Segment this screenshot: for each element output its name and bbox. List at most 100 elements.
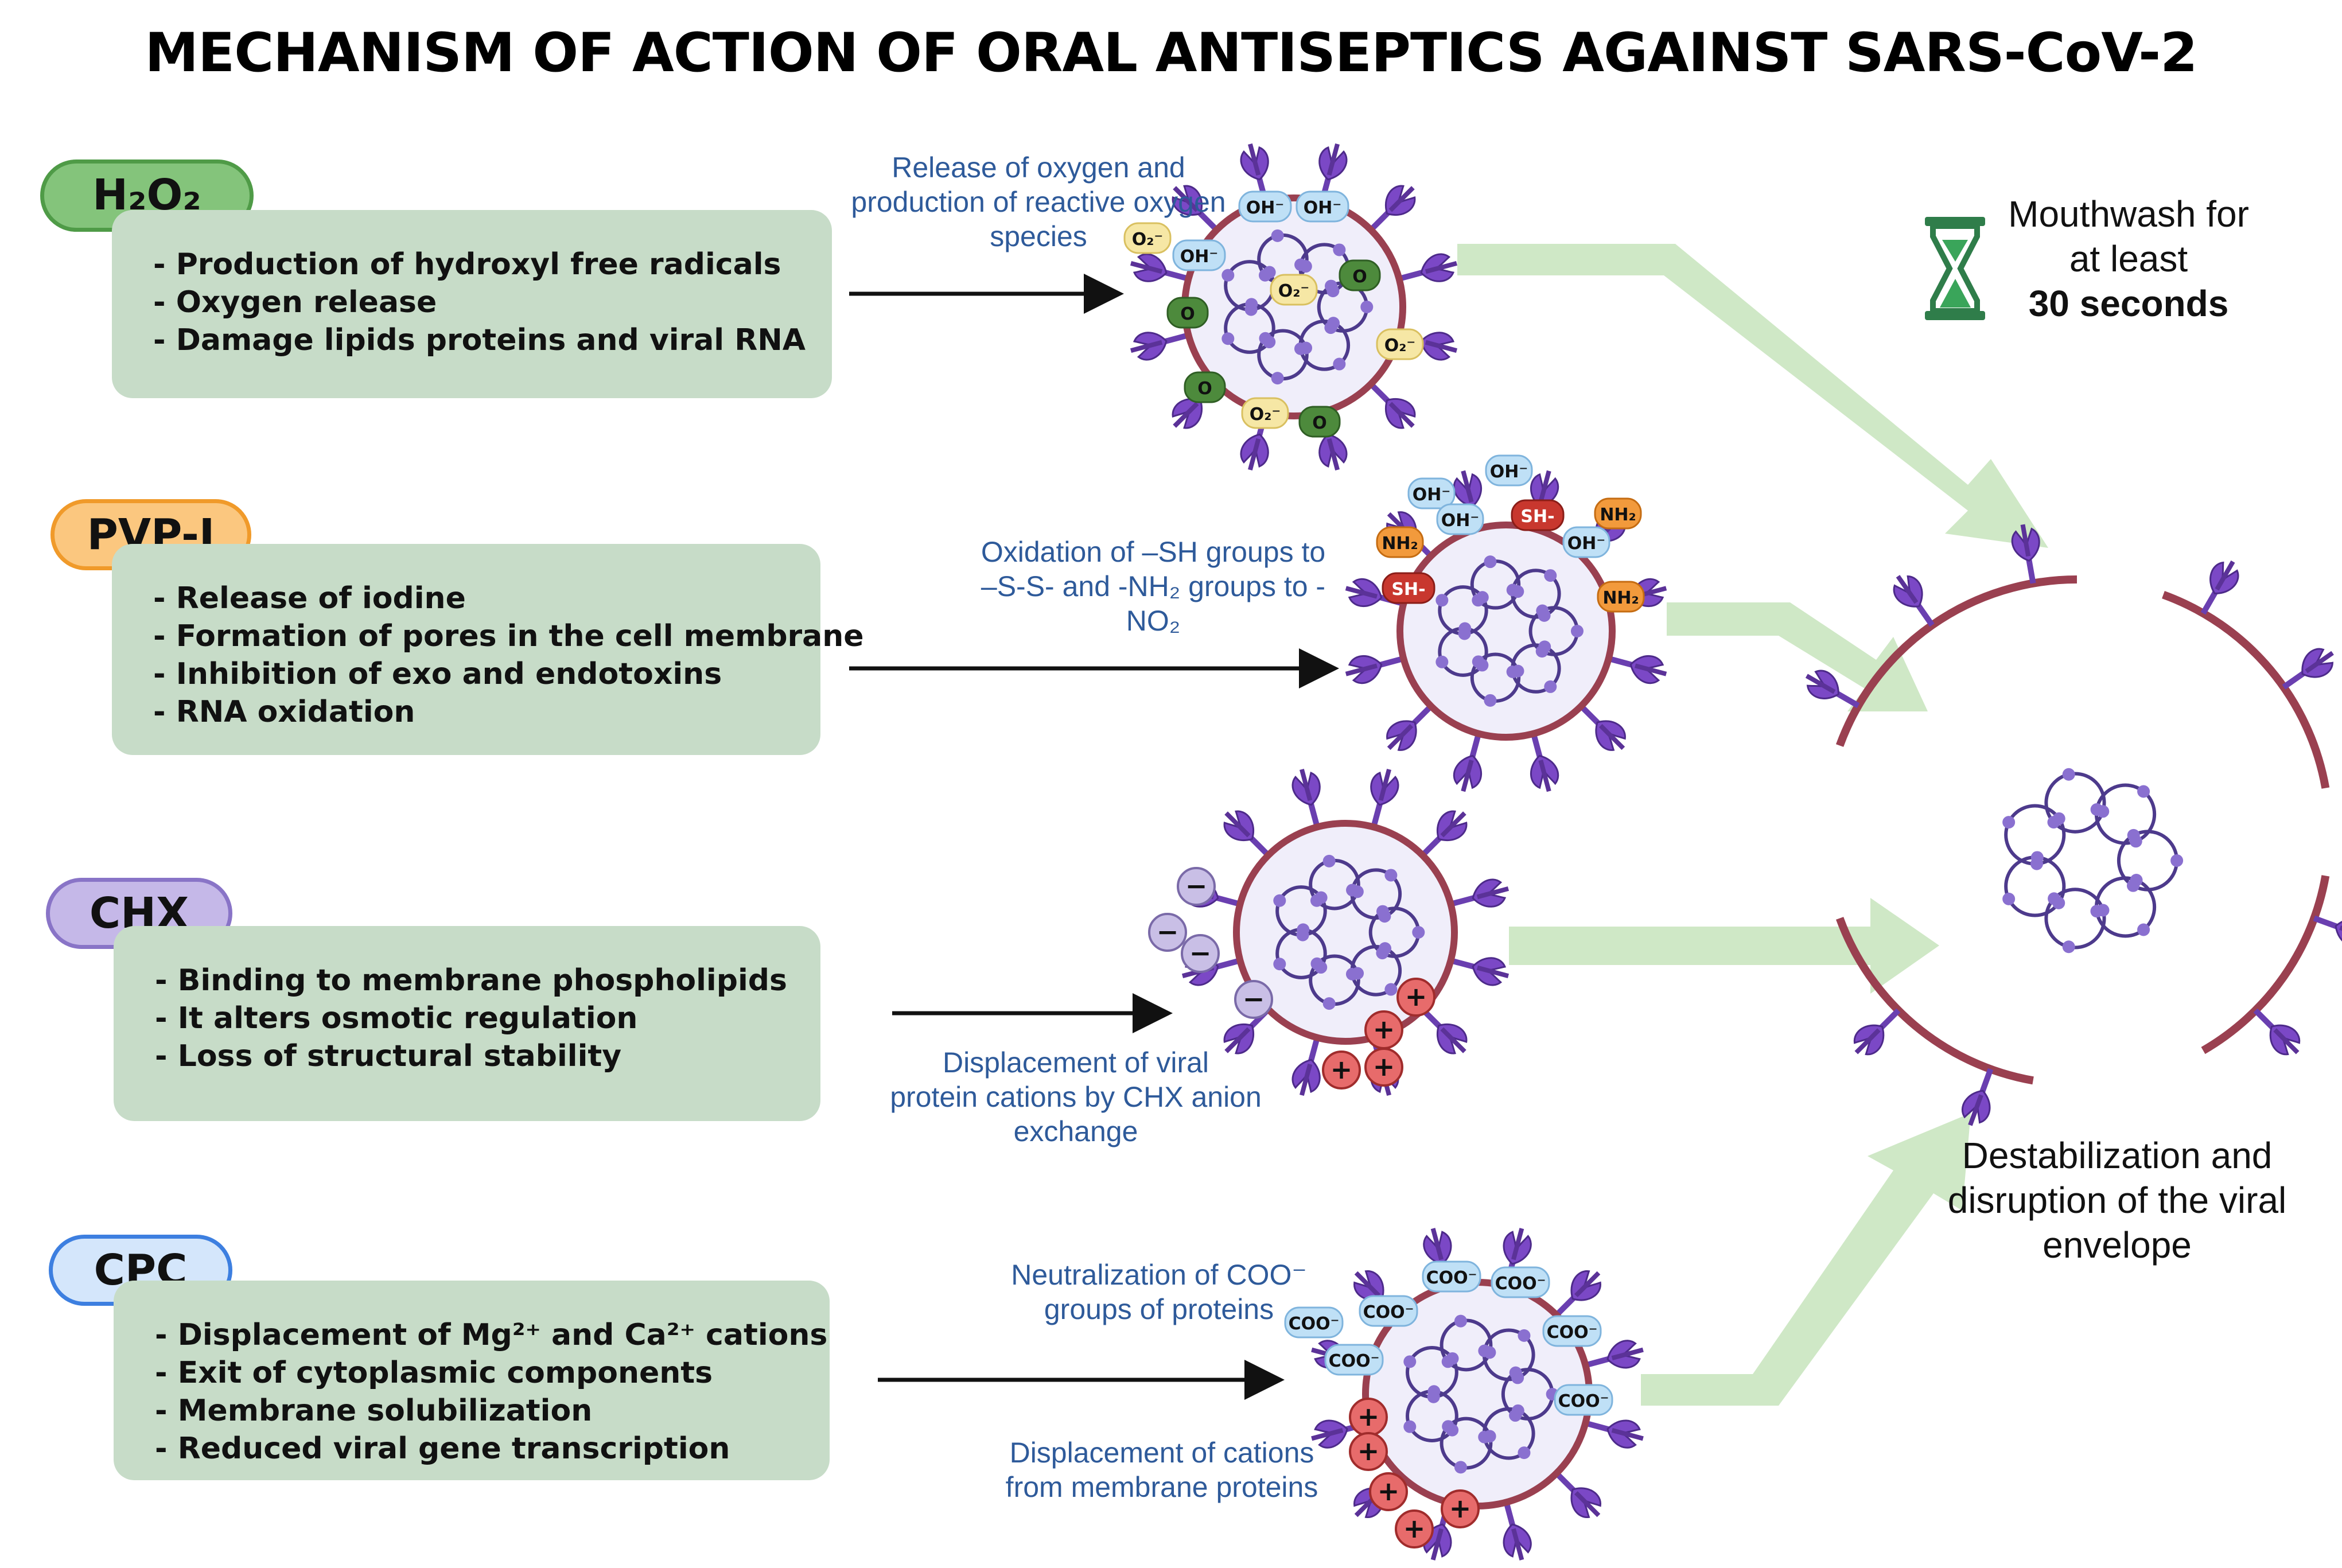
molecule-badge: O bbox=[1166, 297, 1209, 329]
molecule-badge: COO⁻ bbox=[1324, 1344, 1384, 1376]
nucleocapsid-dot bbox=[1435, 655, 1449, 668]
nucleocapsid-dot bbox=[1518, 1329, 1531, 1342]
molecule-badge: OH⁻ bbox=[1296, 190, 1349, 223]
svg-text:−: − bbox=[1189, 937, 1212, 968]
nucleocapsid-dot bbox=[1435, 594, 1449, 607]
ion-charge: + bbox=[1322, 1050, 1361, 1090]
nucleocapsid-dot bbox=[1221, 269, 1235, 282]
spike-protein bbox=[1223, 1024, 1254, 1055]
svg-text:+: + bbox=[1449, 1493, 1472, 1524]
svg-text:SH-: SH- bbox=[1391, 579, 1425, 600]
svg-text:O: O bbox=[1197, 379, 1212, 399]
nucleocapsid-dot bbox=[1300, 341, 1313, 355]
ion-charge: + bbox=[1349, 1398, 1388, 1437]
h2o2-bullet: Oxygen release bbox=[153, 283, 832, 321]
nucleocapsid-dot bbox=[1346, 884, 1359, 897]
nucleocapsid-dot bbox=[1441, 1355, 1454, 1368]
molecule-badge: OH⁻ bbox=[1407, 477, 1456, 509]
spike-protein bbox=[1503, 1228, 1532, 1265]
rna-loop bbox=[2044, 888, 2106, 950]
molecule-badge: SH- bbox=[1382, 572, 1435, 604]
svg-text:NH₂: NH₂ bbox=[1600, 505, 1636, 525]
svg-text:O₂⁻: O₂⁻ bbox=[1384, 336, 1415, 356]
nucleocapsid-dot bbox=[1310, 894, 1324, 907]
chx-bullet: Binding to membrane phospholipids bbox=[155, 962, 820, 999]
spike-protein bbox=[1318, 433, 1348, 471]
svg-text:+: + bbox=[1357, 1401, 1380, 1432]
nucleocapsid-dot bbox=[1327, 317, 1340, 330]
ion-charge: + bbox=[1396, 978, 1435, 1017]
molecule-badge: NH₂ bbox=[1376, 526, 1424, 558]
pvpi-mechanism-box: Release of iodine Formation of pores in … bbox=[112, 544, 864, 755]
molecule-badge: NH₂ bbox=[1597, 581, 1645, 613]
cpc-bullet: Reduced viral gene transcription bbox=[155, 1430, 830, 1468]
svg-text:OH⁻: OH⁻ bbox=[1180, 247, 1218, 267]
spike-protein bbox=[1318, 143, 1348, 181]
svg-text:O₂⁻: O₂⁻ bbox=[1250, 404, 1281, 425]
svg-text:OH⁻: OH⁻ bbox=[1304, 198, 1341, 218]
nucleocapsid-dot bbox=[2090, 803, 2103, 816]
spike-protein bbox=[2269, 1024, 2301, 1056]
svg-text:−: − bbox=[1157, 916, 1179, 947]
spike-protein bbox=[1570, 1487, 1601, 1518]
note-line: groups of proteins bbox=[1044, 1293, 1274, 1325]
spike-protein bbox=[1420, 332, 1458, 361]
pvpi-effect-note: Oxidation of –SH groups to –S-S- and -NH… bbox=[941, 535, 1365, 638]
spike-protein bbox=[1385, 398, 1416, 429]
flow-arrow-pvpi bbox=[1667, 602, 1928, 711]
nucleocapsid-dot bbox=[1294, 258, 1308, 271]
spike-protein bbox=[1472, 878, 1510, 908]
spike-protein bbox=[1893, 575, 1923, 608]
cpc-mechanism-box: Displacement of Mg²⁺ and Ca²⁺ cations Ex… bbox=[114, 1281, 830, 1480]
nucleocapsid-dot bbox=[2002, 816, 2016, 829]
nucleocapsid-dot bbox=[1518, 1446, 1531, 1460]
nucleocapsid-dot bbox=[1476, 659, 1489, 672]
molecule-badge: O₂⁻ bbox=[1376, 328, 1424, 360]
pvpi-bullet: Formation of pores in the cell membrane bbox=[153, 617, 864, 655]
chx-bullet: Loss of structural stability bbox=[155, 1037, 820, 1075]
svg-text:+: + bbox=[1330, 1054, 1353, 1085]
svg-text:COO⁻: COO⁻ bbox=[1363, 1302, 1414, 1322]
svg-text:−: − bbox=[1185, 870, 1208, 901]
nucleocapsid-dot bbox=[1271, 372, 1284, 385]
flow-arrows bbox=[1457, 244, 2048, 1406]
nucleocapsid-dot bbox=[2137, 923, 2150, 936]
spike-protein bbox=[1606, 1419, 1644, 1449]
spike-protein bbox=[1172, 185, 1203, 216]
ion-charge: + bbox=[1349, 1432, 1388, 1471]
svg-text:+: + bbox=[1373, 1051, 1395, 1082]
spike-protein bbox=[1130, 253, 1168, 282]
nucleocapsid-dot bbox=[2062, 940, 2075, 954]
nucleocapsid-dot bbox=[2130, 874, 2143, 887]
molecule-badge: OH⁻ bbox=[1172, 239, 1226, 271]
disrupted-virus-particle bbox=[1805, 524, 2342, 1126]
svg-text:OH⁻: OH⁻ bbox=[1441, 511, 1479, 531]
flow-arrow-chx bbox=[1509, 898, 1939, 994]
viral-envelope bbox=[1396, 522, 1616, 741]
nucleocapsid-dot bbox=[1384, 983, 1398, 996]
nucleocapsid-dot bbox=[1472, 594, 1485, 607]
molecule-badge: SH- bbox=[1511, 499, 1565, 531]
nucleocapsid-dot bbox=[1384, 869, 1398, 882]
nucleocapsid-dot bbox=[2062, 768, 2075, 781]
spike-protein bbox=[1345, 655, 1383, 684]
note-line: species bbox=[990, 220, 1087, 252]
cpc-bullet: Membrane solubilization bbox=[155, 1392, 830, 1430]
nucleocapsid-dot bbox=[1538, 609, 1551, 622]
cpc-effect-note: Neutralization of COO⁻ groups of protein… bbox=[987, 1258, 1331, 1326]
nucleocapsid-dot bbox=[2137, 785, 2150, 798]
spike-protein bbox=[2209, 560, 2239, 594]
molecule-badge: OH⁻ bbox=[1485, 454, 1533, 487]
envelope-fragment bbox=[2162, 590, 2330, 789]
svg-text:OH⁻: OH⁻ bbox=[1567, 534, 1605, 554]
nucleocapsid-dot bbox=[1263, 336, 1276, 349]
molecule-badge: COO⁻ bbox=[1422, 1260, 1481, 1293]
nucleocapsid-dot bbox=[1458, 627, 1471, 640]
nucleocapsid-dot bbox=[1351, 967, 1364, 980]
nucleocapsid-dot bbox=[1511, 1404, 1524, 1417]
molecule-badge: OH⁻ bbox=[1436, 503, 1484, 535]
svg-text:O₂⁻: O₂⁻ bbox=[1278, 281, 1309, 301]
flow-arrow-h2o2 bbox=[1457, 244, 2048, 548]
